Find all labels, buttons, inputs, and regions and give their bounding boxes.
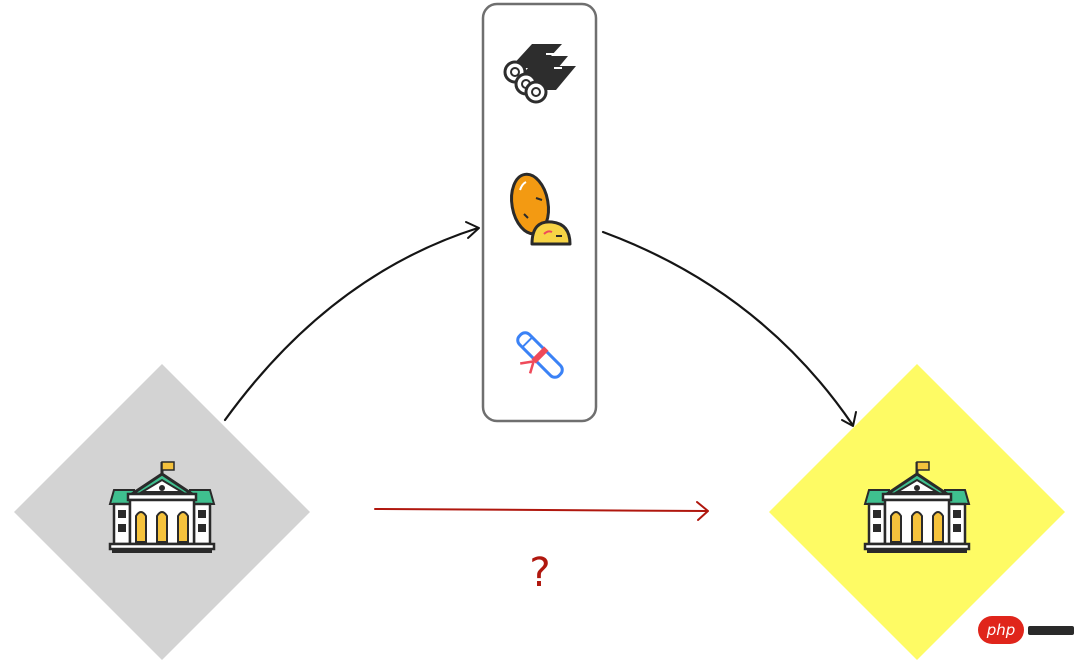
arrow-head-to-resources: [465, 221, 480, 239]
arrow-resources-to-target: [601, 230, 854, 426]
arrow-source-to-resources: [223, 226, 480, 422]
arrow-head-to-target: [841, 411, 857, 427]
arrow-head-direct: [696, 501, 709, 521]
arrow-direct-source-to-target: [374, 508, 707, 512]
watermark-logo: php: [978, 616, 1078, 646]
watermark-bar: [1028, 626, 1074, 635]
diploma-scroll-icon: [516, 331, 564, 379]
potato-icon: [510, 172, 572, 246]
watermark-text: php: [978, 616, 1024, 644]
firewood-logs-icon: [503, 44, 576, 104]
question-mark-label: ?: [529, 550, 550, 596]
